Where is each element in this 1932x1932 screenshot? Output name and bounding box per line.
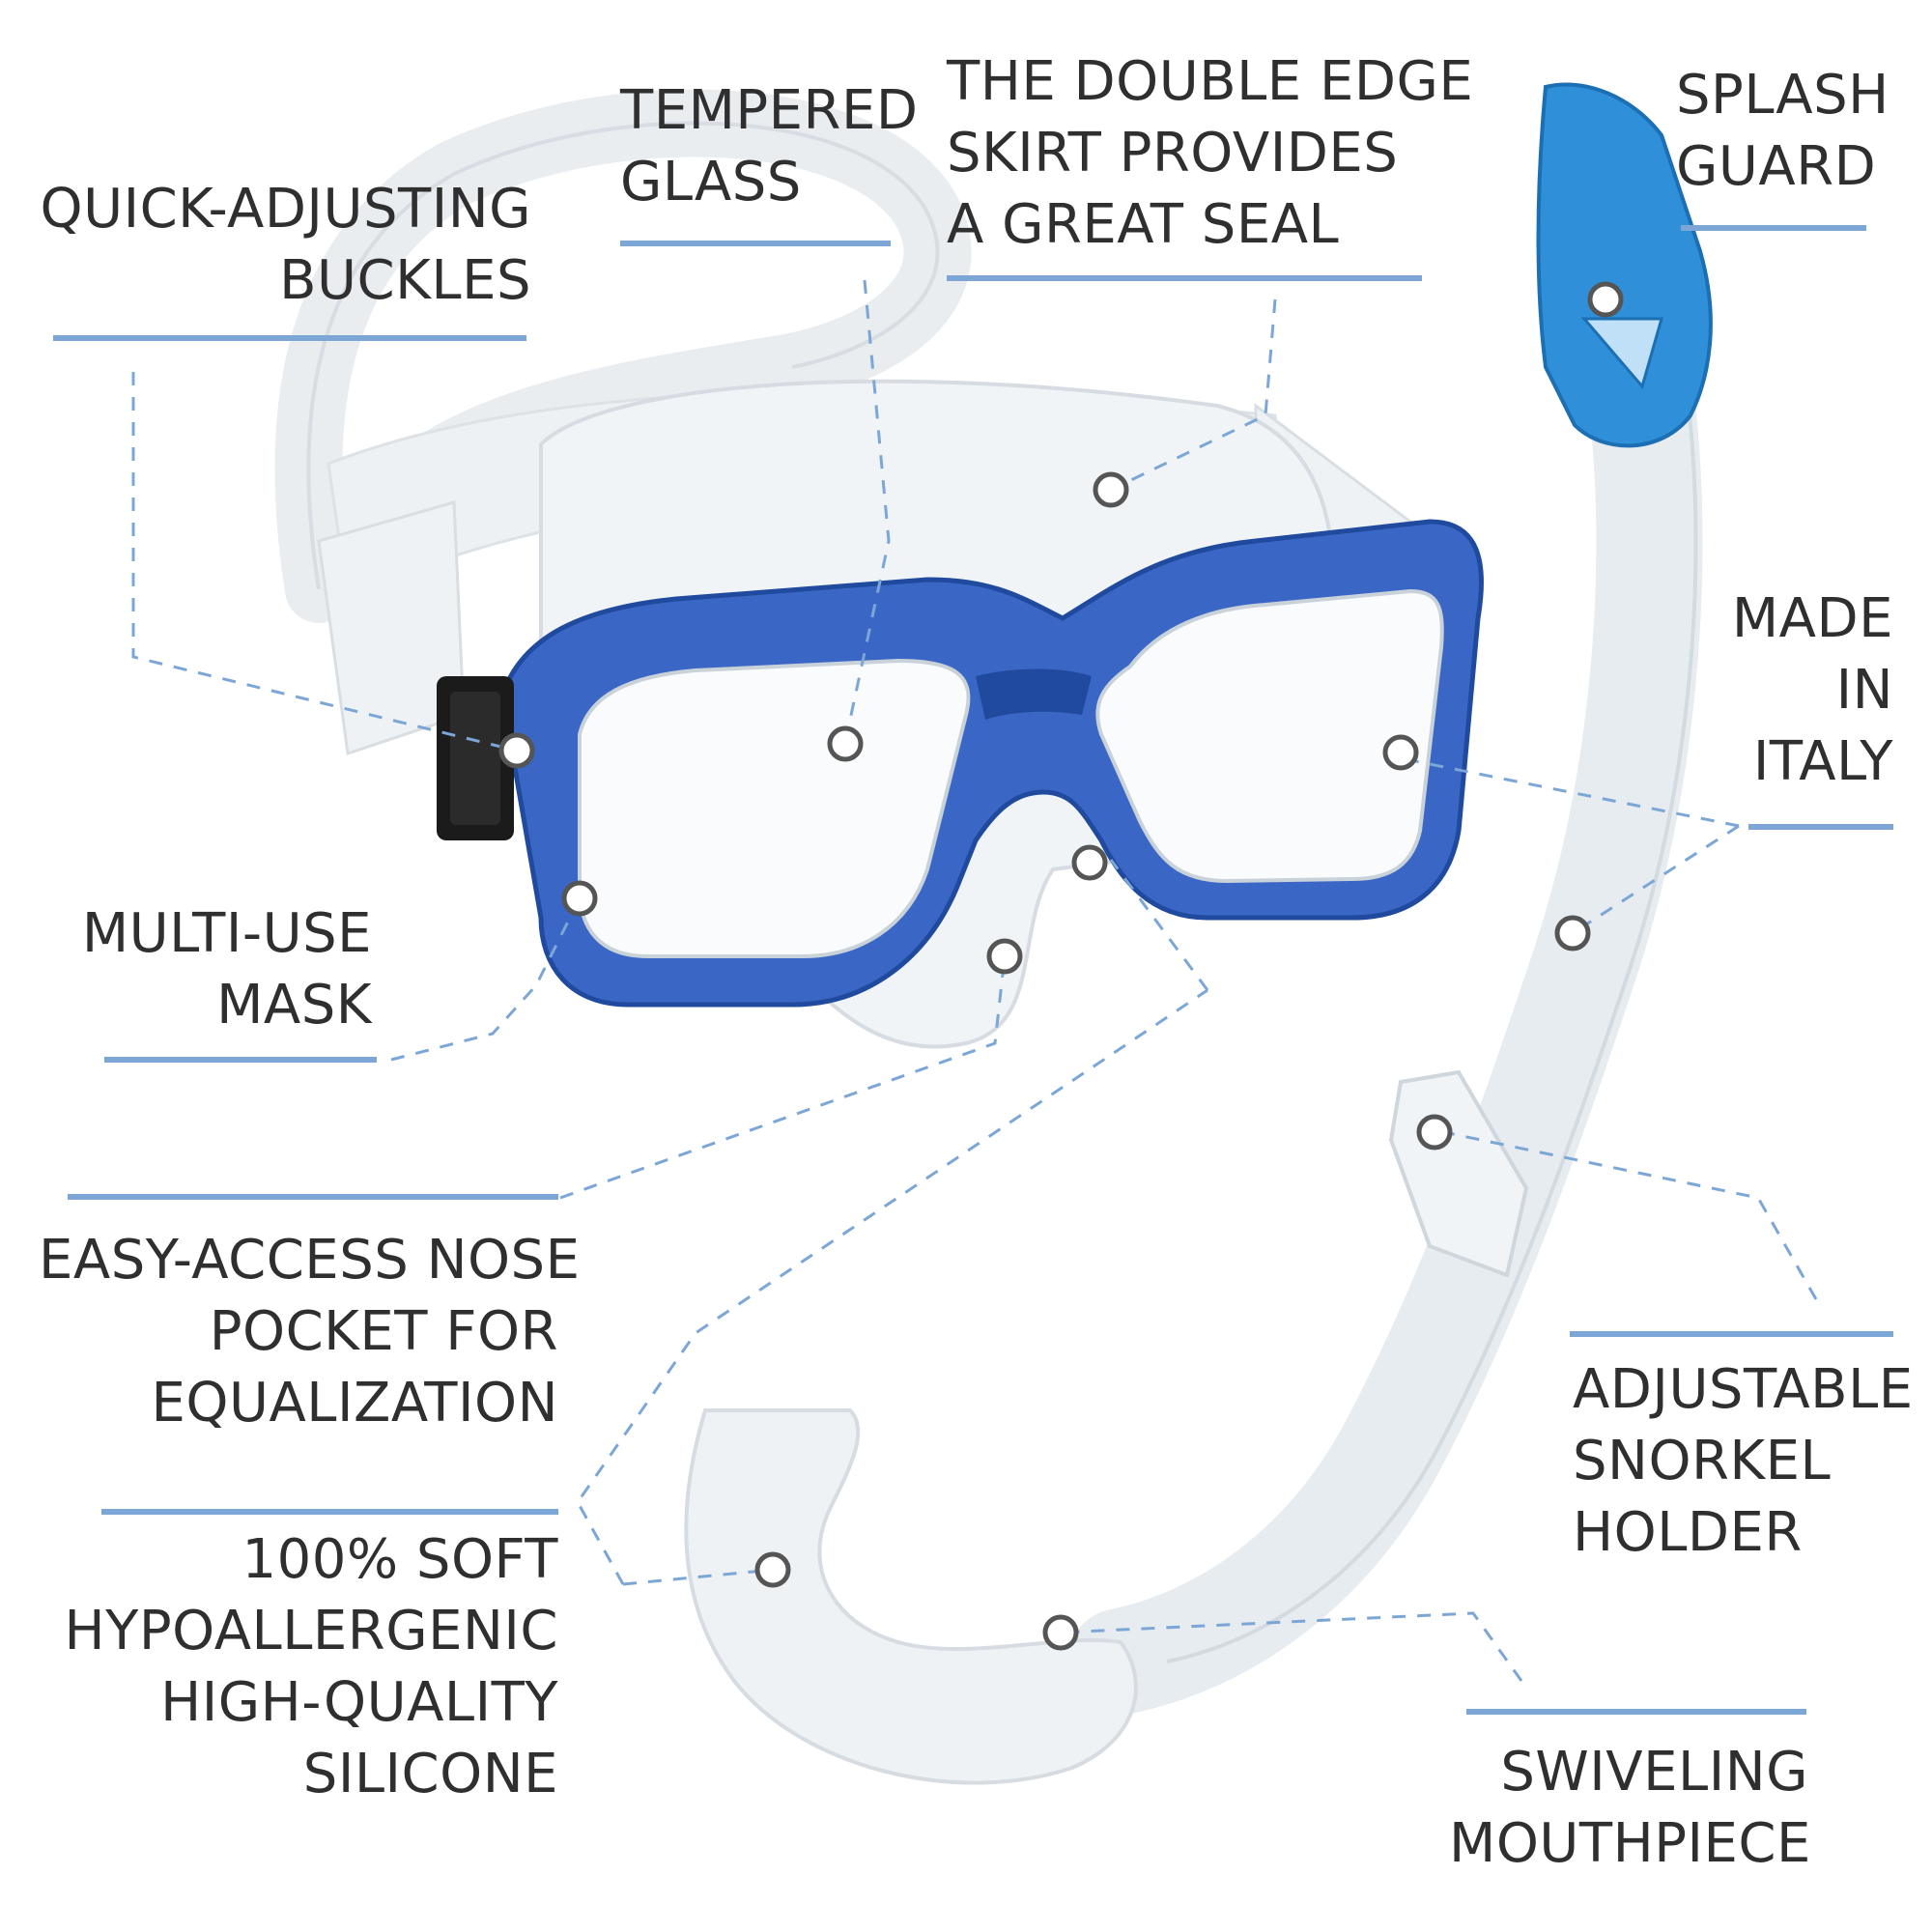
rule-silicone: [101, 1509, 558, 1515]
rule-nose: [68, 1194, 558, 1200]
leader-italy: [1400, 756, 1740, 828]
left-lens: [578, 658, 971, 958]
label-made-in-italy: MADE IN ITALY: [1700, 583, 1893, 798]
label-soft-silicone: 100% SOFT HYPOALLERGENIC HIGH-QUALITY SI…: [58, 1524, 558, 1810]
label-line: SPLASH: [1676, 64, 1889, 127]
marker-glass-icon: [827, 725, 864, 762]
callout-markers: [498, 281, 1624, 1651]
rule-holder: [1570, 1331, 1893, 1337]
marker-skirt-icon: [1093, 471, 1129, 508]
leader-nose-2: [1109, 859, 1209, 991]
marker-silicone-icon: [754, 1551, 791, 1588]
leader-glass: [843, 279, 891, 743]
leader-italy-2: [1572, 824, 1740, 935]
label-line: MADE: [1731, 587, 1893, 650]
leader-mouthpiece: [1060, 1611, 1523, 1682]
label-line: TEMPERED: [620, 79, 919, 142]
label-nose-pocket: EASY-ACCESS NOSE POCKET FOR EQUALIZATION: [39, 1225, 581, 1439]
label-double-edge-skirt: THE DOUBLE EDGE SKIRT PROVIDES A GREAT S…: [947, 46, 1474, 261]
label-line: EASY-ACCESS NOSE: [39, 1229, 581, 1292]
label-line: THE DOUBLE EDGE: [947, 50, 1474, 113]
mask-illustration: [274, 89, 1484, 1049]
label-line: SKIRT PROVIDES: [947, 122, 1399, 185]
label-line: ITALY: [1752, 730, 1893, 793]
leader-lines: [131, 279, 1818, 1682]
label-line: EQUALIZATION: [151, 1372, 558, 1435]
leader-silicone: [576, 988, 1208, 1585]
rule-splash: [1681, 225, 1866, 231]
rule-italy: [1748, 824, 1893, 830]
label-multi-use-mask: MULTI-USE MASK: [58, 898, 372, 1041]
label-line: HOLDER: [1573, 1501, 1803, 1564]
leader-nose: [559, 955, 1007, 1200]
splash-guard: [1536, 82, 1713, 448]
splash-guard-window: [1580, 317, 1663, 390]
leader-holder: [1434, 1128, 1818, 1300]
mouthpiece: [684, 1408, 1138, 1785]
label-line: SNORKEL: [1573, 1430, 1832, 1492]
rule-glass: [620, 241, 891, 246]
label-quick-adjusting-buckles: QUICK-ADJUSTING BUCKLES: [39, 174, 531, 317]
label-line: POCKET FOR: [209, 1300, 558, 1363]
label-line: GLASS: [620, 151, 802, 213]
label-line: ADJUSTABLE: [1573, 1358, 1914, 1421]
marker-mask-icon: [561, 880, 598, 917]
rule-skirt: [947, 275, 1422, 281]
label-swiveling-mouthpiece: SWIVELING MOUTHPIECE: [1449, 1737, 1811, 1880]
bridge-plate: [976, 668, 1092, 720]
leader-buckles: [131, 372, 518, 753]
marker-splash-icon: [1587, 281, 1624, 318]
marker-buckles-icon: [498, 732, 535, 769]
label-line: SILICONE: [302, 1743, 558, 1805]
rule-buckles: [53, 335, 526, 341]
label-line: BUCKLES: [279, 249, 531, 312]
mask-strap-edge: [306, 121, 940, 590]
label-adjustable-holder: ADJUSTABLE SNORKEL HOLDER: [1573, 1354, 1914, 1569]
snorkel-illustration: [684, 82, 1713, 1785]
label-line: QUICK-ADJUSTING: [40, 178, 531, 241]
marker-holder-icon: [1416, 1114, 1453, 1151]
label-line: 100% SOFT: [242, 1528, 558, 1591]
label-line: SWIVELING: [1500, 1741, 1808, 1804]
marker-italy-tube-icon: [1554, 915, 1591, 952]
snorkel-tube-edge: [1166, 405, 1698, 1663]
label-splash-guard: SPLASH GUARD: [1676, 60, 1908, 203]
right-lens: [1095, 588, 1444, 884]
label-line: HYPOALLERGENIC: [64, 1600, 558, 1662]
marker-nose-icon: [986, 938, 1023, 975]
label-line: GUARD: [1676, 135, 1877, 198]
marker-nose-2-icon: [1071, 844, 1108, 881]
label-tempered-glass: TEMPERED GLASS: [620, 75, 919, 218]
rule-mouthpiece: [1466, 1709, 1806, 1715]
marker-italy-icon: [1382, 734, 1419, 771]
leader-skirt: [1110, 298, 1277, 492]
label-line: HIGH-QUALITY: [160, 1671, 558, 1734]
marker-mouthpiece-icon: [1042, 1614, 1079, 1651]
label-line: MOUTHPIECE: [1449, 1812, 1811, 1875]
label-line: MULTI-USE: [81, 902, 372, 965]
buckle-inner: [450, 692, 500, 825]
leader-mask: [390, 897, 582, 1062]
rule-mask: [104, 1057, 377, 1063]
label-line: A GREAT SEAL: [947, 193, 1340, 256]
label-line: IN: [1835, 659, 1893, 722]
label-line: MASK: [216, 974, 372, 1037]
